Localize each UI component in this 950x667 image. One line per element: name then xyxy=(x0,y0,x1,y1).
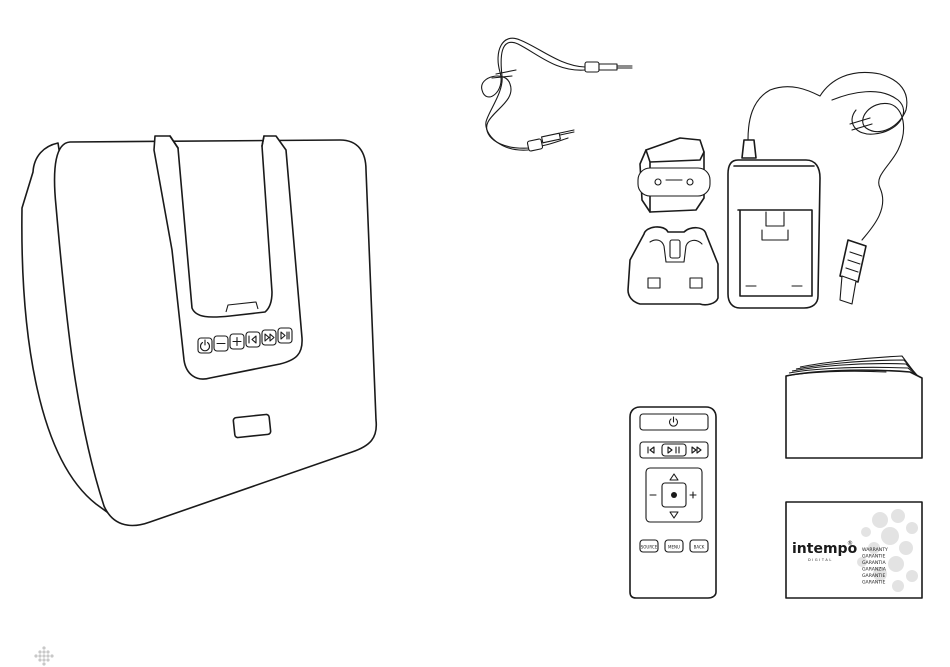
dock-power-button[interactable] xyxy=(198,338,212,353)
speaker-dock xyxy=(22,136,376,525)
dock-previous-button[interactable] xyxy=(246,332,260,347)
remote-navigation-pad[interactable] xyxy=(646,468,702,522)
remote-power-button[interactable] xyxy=(640,414,708,430)
back-label: BACK xyxy=(694,545,705,550)
warranty-line: GARANTIE xyxy=(862,580,885,586)
registered-mark: ® xyxy=(847,540,853,547)
source-label: SOURCE xyxy=(641,545,658,550)
dock-play-pause-button[interactable] xyxy=(278,328,292,343)
remote-control: SOURCE MENU BACK xyxy=(630,407,716,598)
warranty-line: GARANTIE xyxy=(862,554,885,560)
remote-menu-button[interactable]: MENU xyxy=(665,540,683,552)
audio-aux-cable xyxy=(482,38,632,151)
menu-label: MENU xyxy=(668,545,680,550)
warranty-line: WARRANTY xyxy=(862,547,888,553)
dock-volume-up-button[interactable] xyxy=(230,334,244,349)
corner-dot-pattern-icon xyxy=(34,646,53,665)
warranty-line: GARANZIA xyxy=(862,567,887,573)
remote-back-button[interactable]: BACK xyxy=(690,540,708,552)
warranty-line: GARANTIA xyxy=(862,560,886,566)
remote-play-pause-button[interactable] xyxy=(662,444,686,456)
dock-volume-down-button[interactable] xyxy=(214,336,228,351)
eu-plug-adapter xyxy=(638,138,710,212)
warranty-card: intempo ® DIGITAL WARRANTY GARANTIE GARA… xyxy=(786,502,922,598)
remote-source-button[interactable]: SOURCE xyxy=(640,540,658,552)
uk-plug-adapter xyxy=(628,227,718,305)
sub-brand-text: DIGITAL xyxy=(808,558,833,562)
instruction-manual xyxy=(786,356,922,458)
dock-next-button[interactable] xyxy=(262,330,276,345)
dock-logo-plate xyxy=(233,414,271,438)
warranty-line: GARANTIE xyxy=(862,573,885,579)
power-adapter xyxy=(628,72,907,308)
